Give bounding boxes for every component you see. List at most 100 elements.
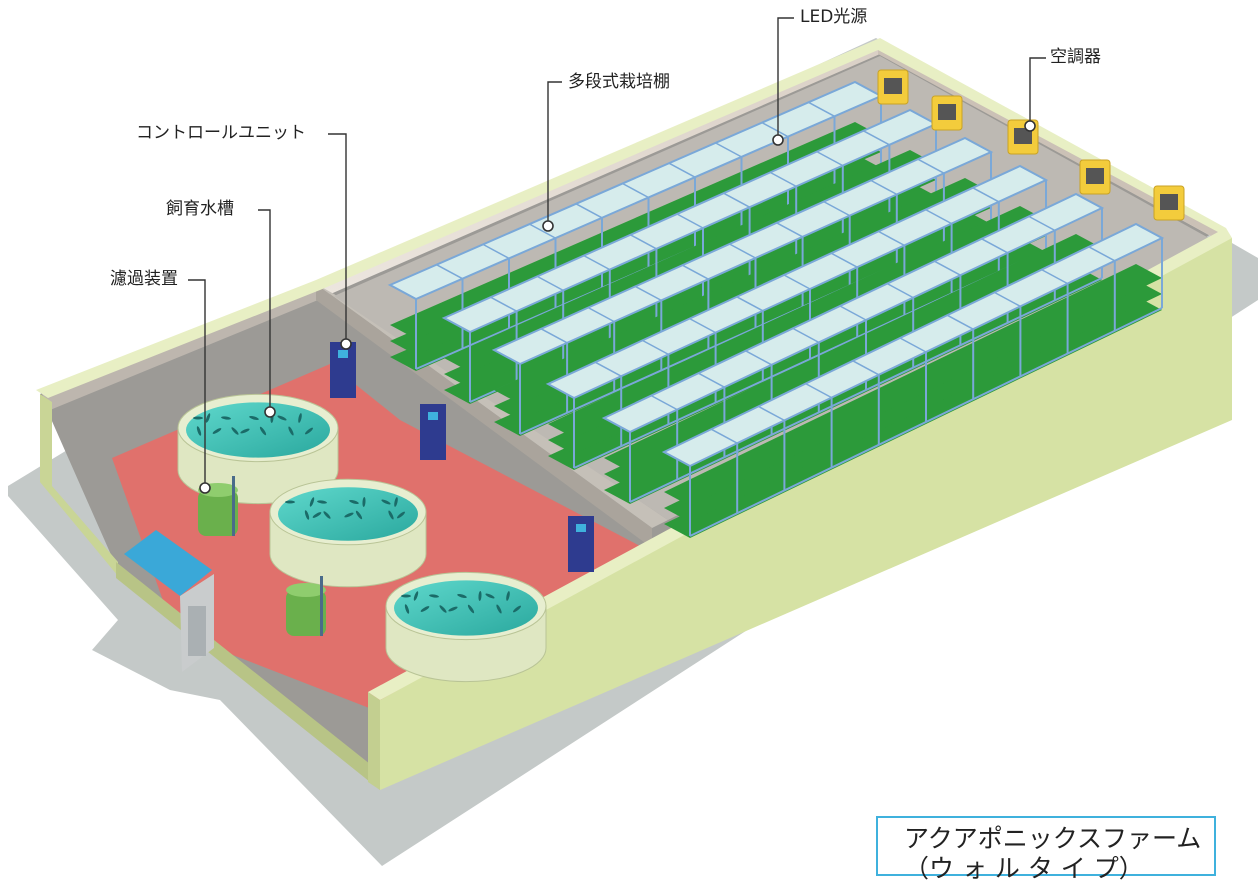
rack-crossbar: [540, 328, 568, 344]
fish: [277, 415, 287, 421]
fish: [388, 510, 394, 520]
title-line-1: アクアポニックスファーム: [904, 824, 1202, 853]
rack-crossbar: [710, 428, 738, 444]
fish: [298, 413, 302, 423]
rack-crossbar: [436, 264, 463, 280]
fish: [304, 510, 310, 520]
fish: [193, 416, 203, 420]
rack-crossbar: [443, 317, 471, 333]
rack-crossbar: [972, 187, 1000, 203]
rack-crossbar: [925, 208, 952, 225]
fish-tank-2: [269, 478, 427, 588]
rack-crossbar: [839, 305, 867, 321]
fish: [439, 605, 447, 613]
plant-layer: [390, 122, 881, 339]
filter-unit-1: [198, 476, 238, 536]
fish: [212, 428, 222, 434]
rack-crossbar: [663, 451, 691, 467]
fish: [513, 605, 521, 613]
fish: [196, 426, 202, 436]
rack-crossbar: [622, 182, 649, 199]
front-wall-left: [40, 394, 118, 576]
rack-base-rail: [689, 307, 1163, 537]
rack-crossbar: [808, 101, 835, 117]
leader-tank: [258, 209, 271, 412]
fish: [249, 416, 259, 420]
dot-tank: [264, 406, 276, 418]
fish: [429, 594, 439, 598]
rack-crossbar: [863, 130, 890, 146]
rack-crossbar: [870, 179, 898, 196]
label-filter-unit: 濾過装置: [110, 269, 178, 289]
leader-aircon: [1029, 57, 1046, 126]
rack-crossbar: [547, 383, 575, 399]
leader-shelves: [547, 81, 562, 226]
rack-crossbar: [1041, 268, 1068, 285]
entrance-canopy: [124, 530, 212, 596]
rack-crossbar: [482, 243, 510, 260]
aquaponics-diagram: [8, 17, 1258, 866]
plant-layer: [664, 264, 1162, 506]
rack-crossbar: [823, 200, 851, 217]
dot-led: [772, 134, 784, 146]
ac-grille: [1160, 194, 1178, 210]
rack-crossbar: [603, 417, 631, 433]
fish: [397, 511, 405, 519]
rack-crossbar: [575, 203, 603, 219]
label-shelves: 多段式栽培棚: [568, 72, 670, 92]
rack-crossbar: [761, 121, 789, 138]
fish: [240, 428, 250, 434]
rack-crossbar: [676, 213, 704, 229]
rack-crossbar: [389, 284, 417, 300]
fish: [506, 591, 510, 601]
rack-crossbar: [583, 254, 611, 271]
fish: [381, 499, 391, 505]
leader-lines: [188, 17, 1046, 488]
filter-pipe: [320, 576, 323, 636]
rack-crossbar: [1019, 165, 1047, 181]
tank-water: [186, 402, 330, 458]
rack-crossbar: [1088, 246, 1116, 262]
ac-grille: [1086, 168, 1104, 184]
rack-crossbar: [698, 372, 725, 388]
rack-crossbar: [729, 243, 756, 259]
rack-crossbar: [1135, 223, 1163, 239]
air-conditioner-1: [877, 69, 909, 105]
label-control-unit: コントロールユニット: [136, 123, 306, 143]
fish: [467, 604, 475, 614]
rack-crossbar: [745, 350, 772, 366]
fish: [305, 427, 313, 435]
rack-crossbar: [964, 137, 992, 153]
rack-crossbar: [587, 306, 615, 323]
rack-crossbar: [981, 238, 1008, 254]
farm-illustration: [8, 17, 1258, 866]
panel-screen: [576, 524, 586, 532]
rack-crossbar: [816, 150, 844, 167]
air-conditioner-2: [931, 95, 963, 131]
rack-crossbar: [805, 382, 832, 399]
fish: [259, 426, 267, 436]
entrance-door-panel: [188, 606, 206, 656]
panel-screen: [338, 350, 348, 358]
fish: [457, 594, 467, 598]
fish: [478, 591, 482, 601]
title-line-2: （ウ ォ ル タ イ プ）: [904, 854, 1144, 883]
plant-layer: [548, 206, 1046, 438]
fish: [362, 497, 366, 507]
panel-screen: [428, 412, 438, 420]
fish: [288, 426, 294, 436]
title-box: アクアポニックスファーム （ウ ォ ル タ イ プ）: [876, 816, 1216, 883]
plant-layer: [664, 280, 1162, 522]
plant-layer: [604, 234, 1102, 472]
ac-grille: [884, 78, 902, 94]
rack-base-rail: [629, 277, 1103, 503]
leader-filter: [188, 279, 206, 488]
fish: [309, 497, 315, 507]
fish: [448, 606, 458, 612]
rack-crossbar: [934, 260, 961, 276]
dot-filter: [199, 482, 211, 494]
air-conditioner-5: [1153, 185, 1185, 221]
fish: [496, 604, 502, 614]
front-wall-face: [368, 692, 380, 790]
filter-unit-2: [286, 576, 326, 636]
